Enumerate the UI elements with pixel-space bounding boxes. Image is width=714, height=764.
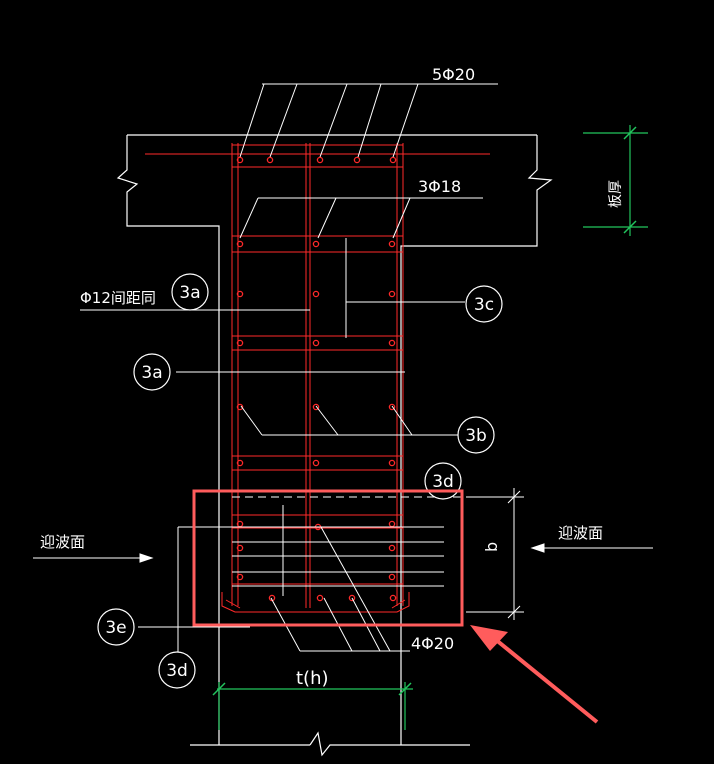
concrete-outline <box>116 134 553 757</box>
rebar-dot <box>388 339 396 347</box>
rebar-dot <box>236 573 244 581</box>
dimension-lines <box>217 125 648 730</box>
stirrup-label: Φ12间距同 <box>80 289 156 307</box>
highlight-arrow-shaft <box>488 633 599 724</box>
text-labels: 5Φ20 3Φ18 Φ12间距同 4Φ20 迎波面 迎波面 t(h) b 板厚 <box>40 65 624 689</box>
rebar-dot <box>236 544 244 552</box>
top-bars-label: 5Φ20 <box>432 65 475 84</box>
rebar-dot <box>353 156 361 164</box>
b-dimension <box>466 488 524 620</box>
rebar-dot <box>316 594 324 602</box>
rebar-dot <box>236 240 244 248</box>
rebar-dot <box>388 403 396 411</box>
rebar-dot <box>266 156 274 164</box>
mid-bars-label: 3Φ18 <box>418 177 461 196</box>
rebar-dot <box>316 156 324 164</box>
dimension-ticks <box>212 126 637 696</box>
callout-3e: 3e <box>105 618 126 638</box>
rebar-dot <box>312 459 320 467</box>
rebar-dot <box>312 240 320 248</box>
rebar-dot <box>388 240 396 248</box>
height-dimension-label: b <box>482 542 501 552</box>
wave-face-right-label: 迎波面 <box>558 524 603 542</box>
wave-arrows <box>33 543 653 563</box>
highlight-annotation <box>192 489 599 724</box>
rebar-dot <box>388 290 396 298</box>
wave-face-left-label: 迎波面 <box>40 533 85 551</box>
rebar-dot <box>312 290 320 298</box>
highlight-box <box>192 489 464 627</box>
rebar-dot <box>348 594 356 602</box>
rebar-dot <box>236 403 244 411</box>
rebar-dot <box>312 339 320 347</box>
rebar-dot <box>388 573 396 581</box>
callout-3b: 3b <box>465 426 487 446</box>
rebar-dot <box>388 459 396 467</box>
leader-lines <box>80 83 498 652</box>
rebar-dot <box>236 339 244 347</box>
rebar-dot <box>236 290 244 298</box>
width-dimension-label: t(h) <box>296 668 329 689</box>
callout-3a-lower: 3a <box>141 363 162 383</box>
rebar-dot <box>389 594 397 602</box>
callout-3c: 3c <box>474 295 494 315</box>
callout-labels: 3a 3c 3a 3b 3d 3e 3d <box>105 283 494 681</box>
rebar-dots <box>236 156 397 602</box>
rebar-dot <box>312 403 320 411</box>
rebar-dot <box>388 544 396 552</box>
callout-3a-upper: 3a <box>179 283 200 303</box>
highlight-arrow-head <box>470 625 508 651</box>
rebar-dot <box>389 156 397 164</box>
rebar-dot <box>388 520 396 528</box>
rebar-dot <box>236 459 244 467</box>
slab-thickness-label: 板厚 <box>608 180 624 208</box>
rebar-dot <box>236 156 244 164</box>
bottom-bars-label: 4Φ20 <box>411 634 454 653</box>
callout-3d-upper: 3d <box>432 472 454 492</box>
callout-3d-lower: 3d <box>166 661 188 681</box>
